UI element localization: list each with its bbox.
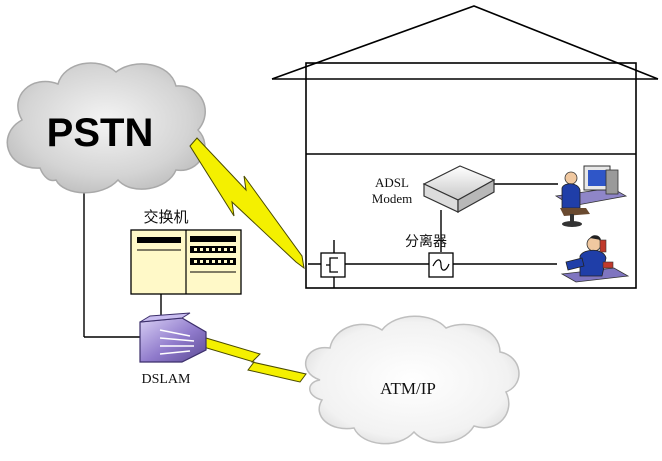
- adsl-modem: ADSL Modem: [372, 165, 496, 214]
- atm-label: ATM/IP: [380, 379, 436, 398]
- atm-cloud: ATM/IP: [304, 315, 520, 445]
- lightning-bolt-pstn: [189, 137, 305, 270]
- lightning-bolt-atm: [199, 337, 307, 383]
- phone-user-icon: [560, 235, 630, 283]
- computer-user-icon: [554, 165, 628, 227]
- house-roof: [271, 5, 659, 80]
- dslam-label: DSLAM: [141, 372, 191, 387]
- splitter-box: 分离器: [405, 233, 454, 278]
- wall-socket: [320, 252, 346, 278]
- adsl-label-line2: Modem: [372, 191, 412, 206]
- house: [271, 5, 659, 289]
- switch-label: 交换机: [143, 208, 188, 226]
- dslam-unit: DSLAM: [139, 312, 207, 387]
- splitter-label: 分离器: [405, 233, 447, 250]
- house-body: [305, 62, 637, 289]
- adsl-label-line1: ADSL: [375, 175, 409, 190]
- pstn-label: PSTN: [47, 111, 154, 155]
- switch-cabinet: 交换机: [130, 208, 242, 295]
- pstn-cloud: PSTN: [6, 62, 206, 194]
